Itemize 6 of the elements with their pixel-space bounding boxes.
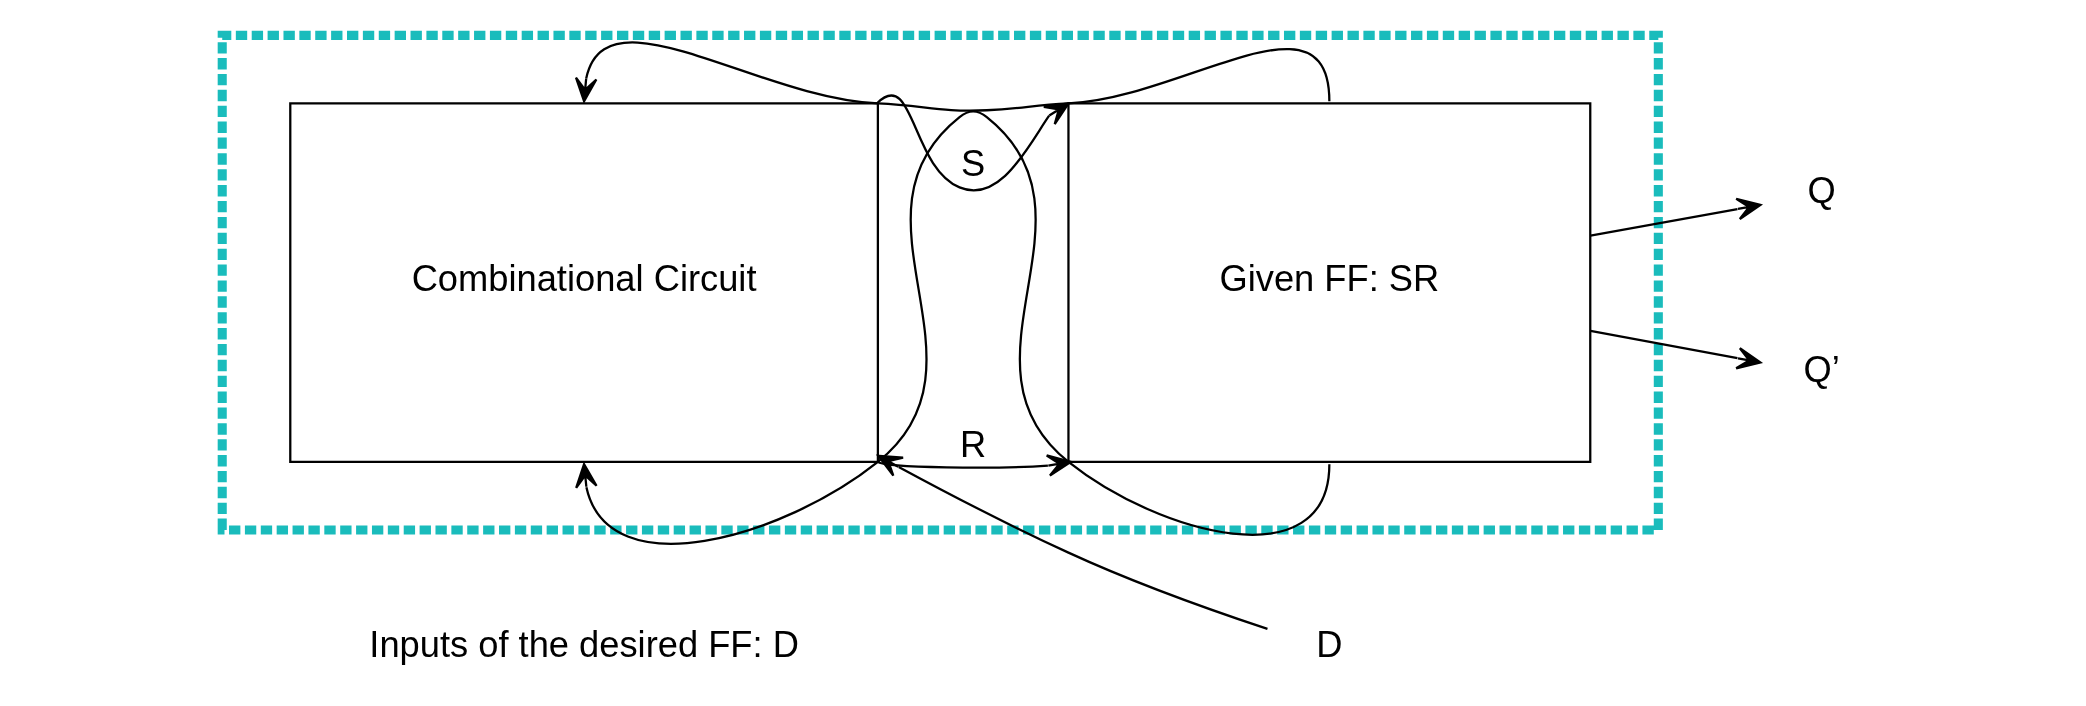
label: Inputs of the desired FF: D — [368, 623, 799, 665]
node-text: Q — [1807, 169, 1836, 211]
edge-label: S — [960, 142, 985, 184]
node-text: Q’ — [1803, 349, 1840, 391]
edge-label: R — [959, 423, 986, 465]
node-text: D — [1315, 623, 1342, 665]
